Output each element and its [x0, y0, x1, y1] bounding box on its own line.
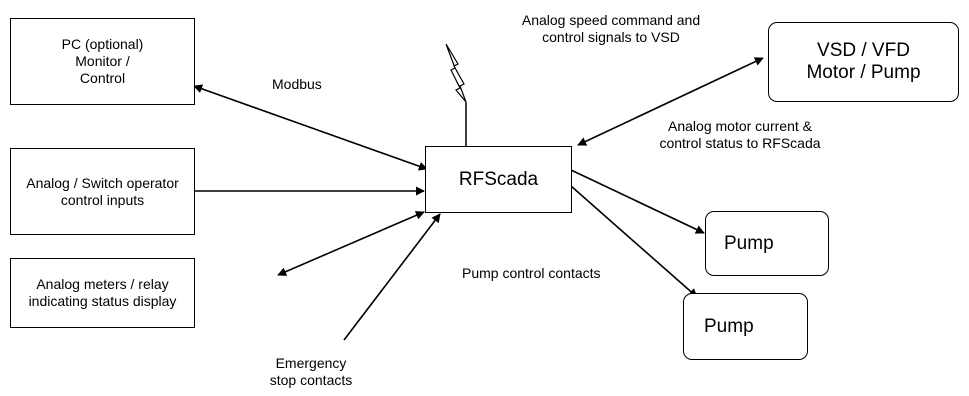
- rfscada-pump2-arrow: [570, 185, 698, 298]
- pump-box-2: Pump: [683, 293, 808, 360]
- pump-box-1: Pump: [705, 211, 829, 276]
- pc-box: PC (optional) Monitor / Control: [10, 18, 195, 105]
- operator-inputs-box: Analog / Switch operator control inputs: [10, 148, 195, 235]
- rfscada-label: RFScada: [458, 168, 539, 190]
- rfscada-pump1-arrow: [570, 169, 705, 234]
- pump-contacts-label: Pump control contacts: [462, 265, 601, 281]
- pc-rfscada-arrow: [193, 84, 428, 171]
- modbus-label: Modbus: [272, 76, 322, 92]
- vsd-label: VSD / VFD Motor / Pump: [806, 40, 921, 83]
- meters-label: Analog meters / relay indicating status …: [28, 276, 177, 309]
- speed-command-label: Analog speed command and control signals…: [521, 12, 701, 45]
- rfscada-vsd-arrow: [577, 57, 764, 146]
- pump-1-label: Pump: [724, 232, 774, 254]
- pc-box-label: PC (optional) Monitor / Control: [61, 36, 144, 86]
- emergency-stop-label: Emergency stop contacts: [269, 355, 353, 388]
- rfscada-box: RFScada: [425, 146, 572, 213]
- pump-2-label: Pump: [704, 315, 754, 337]
- vsd-box: VSD / VFD Motor / Pump: [768, 22, 959, 102]
- rfscada-meters-arrow: [277, 211, 425, 276]
- operator-inputs-label: Analog / Switch operator control inputs: [26, 174, 179, 208]
- meters-box: Analog meters / relay indicating status …: [10, 258, 195, 328]
- lightning-antenna-icon: [445, 43, 467, 146]
- motor-current-label: Analog motor current & control status to…: [659, 118, 821, 151]
- estop-rfscada-arrow: [343, 213, 441, 341]
